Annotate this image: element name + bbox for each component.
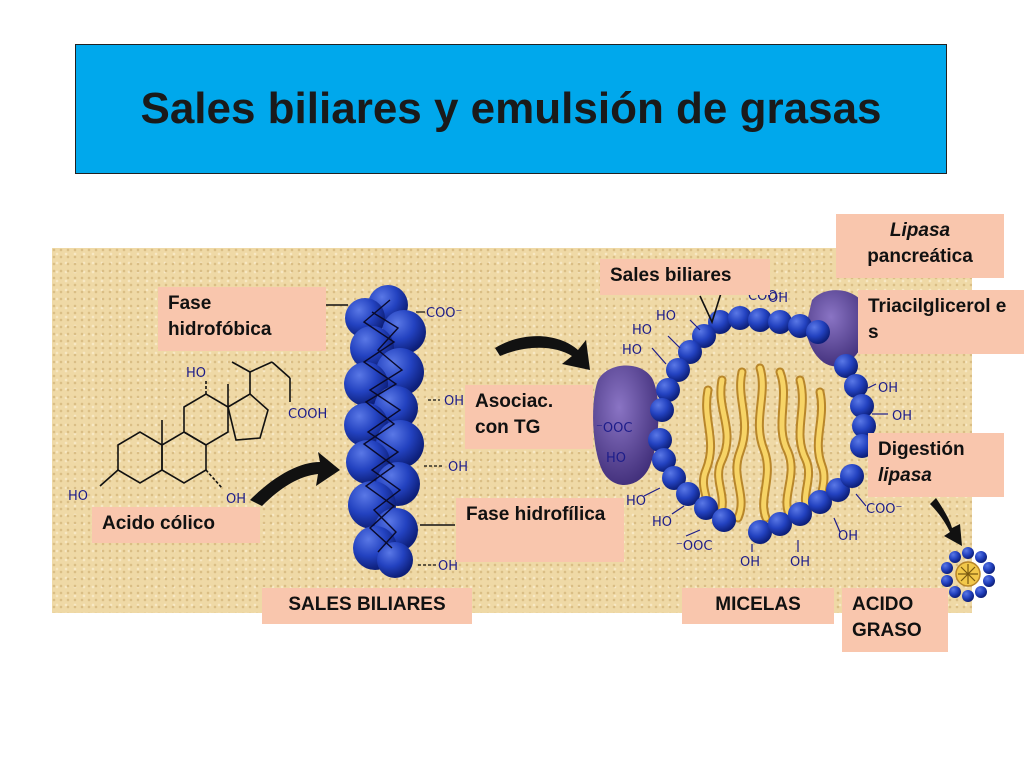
micelle-ho-left: HO xyxy=(606,451,626,466)
micelle-coo-right: COO⁻ xyxy=(866,502,902,517)
cholic-oh-right: OH xyxy=(226,492,246,507)
micelle-oh-top: OH xyxy=(768,291,788,306)
fatty-acid-micelle xyxy=(941,547,995,602)
micelle-ho-2: HO xyxy=(632,323,652,338)
label-fase-hidrofobica: Fase hidrofóbica xyxy=(158,287,326,351)
micelle-ho-1: HO xyxy=(656,309,676,324)
arrow-to-fatty-acid-icon xyxy=(930,498,962,546)
micelle-ooc-left: ⁻OOC xyxy=(596,421,632,436)
label-pancreatica-word: pancreática xyxy=(867,246,973,267)
label-sales-biliares-caption: SALES BILIARES xyxy=(262,588,472,624)
label-acido-graso: ACIDO GRASO xyxy=(842,588,948,652)
label-micelas: MICELAS xyxy=(682,588,834,624)
cholic-cooh: COOH xyxy=(288,407,327,422)
cholic-acid-structure xyxy=(99,361,291,489)
bile-coo: COO⁻ xyxy=(426,306,462,321)
micelle-ho-5: HO xyxy=(652,515,672,530)
bile-salt-molecule xyxy=(325,285,455,578)
micelle-oh-right-1: OH xyxy=(878,381,898,396)
bile-oh-3: OH xyxy=(438,559,458,574)
micelle-oh-bottom-3: OH xyxy=(838,529,858,544)
micelle-oh-right-2: OH xyxy=(892,409,912,424)
page-title: Sales biliares y emulsión de grasas xyxy=(140,84,882,133)
label-sales-biliares-top: Sales biliares xyxy=(600,259,770,295)
micelle-ho-4: HO xyxy=(626,494,646,509)
cholic-ho-left: HO xyxy=(68,489,88,504)
label-lipasa-word: Lipasa xyxy=(889,220,951,241)
cholic-ho-top: HO xyxy=(186,366,206,381)
micelle-oh-bottom-1: OH xyxy=(740,555,760,570)
bile-oh-1: OH xyxy=(444,394,464,409)
arrow-to-bile-salt-icon xyxy=(250,452,340,506)
label-triacilgliceroles: Triacilglicerol es xyxy=(858,290,1024,354)
micelle-ooc-bottom: ⁻OOC xyxy=(676,539,712,554)
label-digestion-word: Digestión xyxy=(878,439,965,460)
label-fase-hidrofilica: Fase hidrofílica xyxy=(456,498,624,562)
micelle-oh-bottom-2: OH xyxy=(790,555,810,570)
label-acido-colico: Acido cólico xyxy=(92,507,260,543)
micelle-ho-3: HO xyxy=(622,343,642,358)
label-asociac-tg: Asociac. con TG xyxy=(465,385,593,449)
label-digestion-lipasa: Digestión lipasa xyxy=(868,433,1004,497)
arrow-to-micelle-icon xyxy=(495,336,590,370)
micelle-structure xyxy=(593,289,888,552)
title-banner: Sales biliares y emulsión de grasas xyxy=(75,44,947,174)
bile-oh-2: OH xyxy=(448,460,468,475)
label-lipasa-pancreatica: Lipasa pancreática xyxy=(836,214,1004,278)
label-lipasa-italic-word: lipasa xyxy=(878,465,932,486)
